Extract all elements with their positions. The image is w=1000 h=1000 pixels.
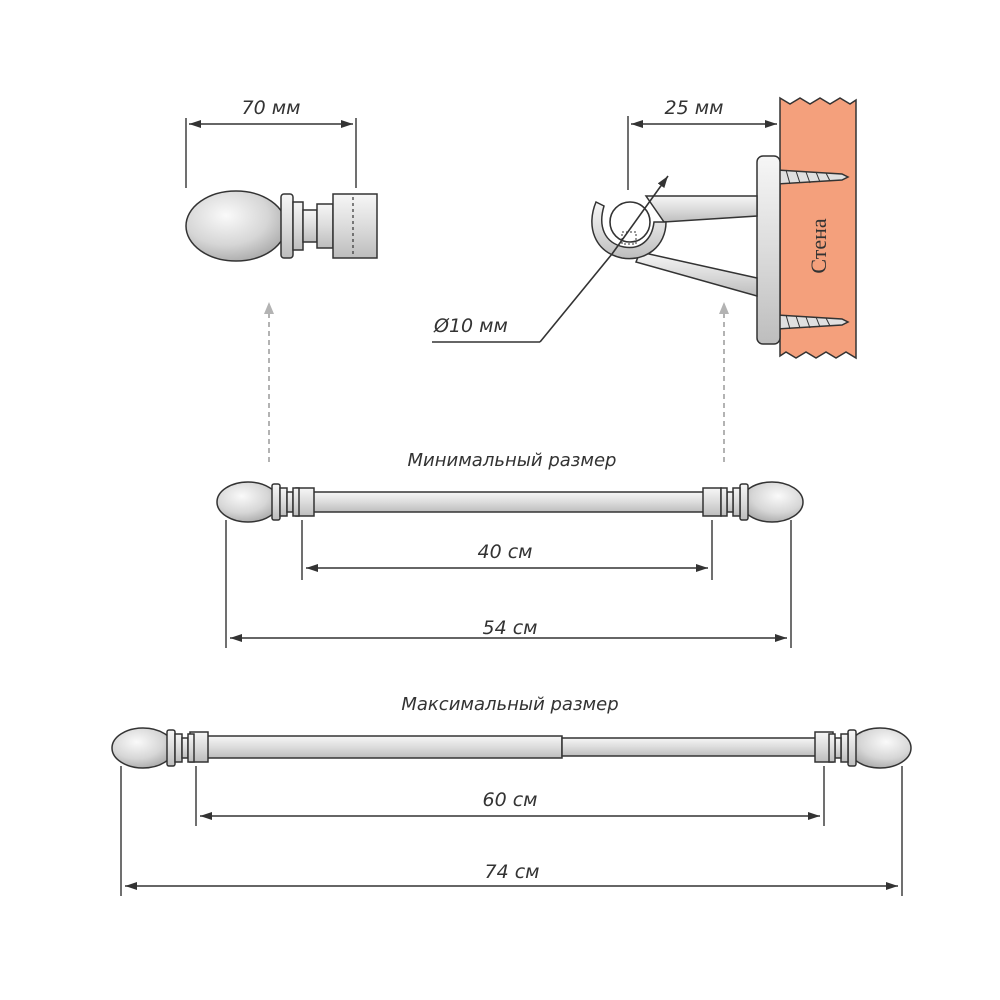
max-size-rod: Максимальный размер 60 см 74 см [111,694,912,896]
bracket-upper-arm [644,195,758,223]
max-rod-inner-tube [561,737,825,757]
finial-detail: 70 мм [185,97,378,262]
min-rod-tube [299,491,719,513]
bracket-lower-strut [634,251,758,297]
finial-collar [316,203,334,249]
bracket-hook [591,200,667,260]
finial-knob [185,190,287,262]
finial-ring [280,193,294,259]
diameter-label: Ø10 мм [433,315,508,337]
max-rod-finial-left [111,727,195,769]
max-inner-label: 60 см [483,789,538,811]
rod-screw-hidden [621,231,637,245]
finial-width-label: 70 мм [242,97,301,119]
bracket-detail: Стена 25 мм Ø10 мм [432,96,857,360]
min-inner-label: 40 см [478,541,533,563]
min-outer-label: 54 см [483,617,538,639]
max-rod-finial-right [828,727,912,769]
max-size-title: Максимальный размер [401,694,618,715]
min-rod-finial-right [720,481,804,523]
min-size-title: Минимальный размер [408,450,617,471]
wall-label: Стена [806,218,831,274]
finial-ring-2 [292,201,304,251]
diameter-leader-upper [611,175,669,255]
max-outer-label: 74 см [485,861,540,883]
finial-socket [332,193,378,259]
bracket-offset-label: 25 мм [665,97,724,119]
bracket-wall-plate [756,155,781,345]
min-size-rod: Минимальный размер 40 см 54 см [216,450,804,648]
min-rod-collar-right [702,487,722,517]
diameter-leader-lower [539,253,613,343]
finial-neck [302,209,318,243]
rod-cross-section [609,201,651,243]
min-rod-finial-left [216,481,300,523]
max-rod-outer-tube [195,735,563,759]
wall-section [779,96,857,360]
